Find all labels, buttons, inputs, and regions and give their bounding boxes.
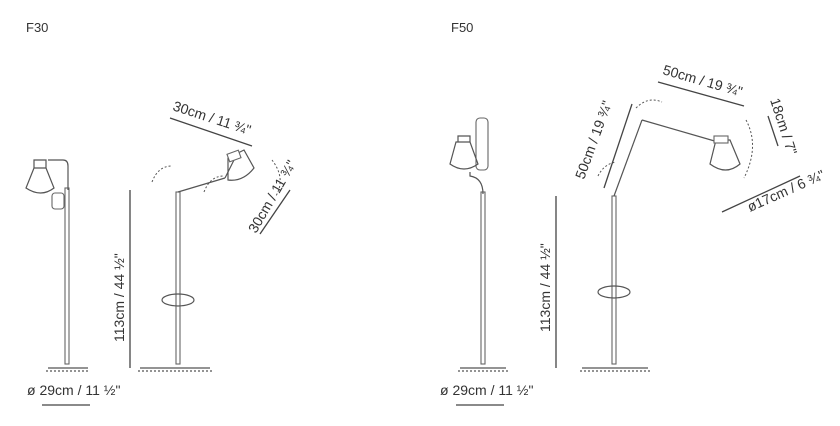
f50-extended-lamp-illustration	[580, 99, 753, 372]
f50-joint-rotation-arc	[635, 99, 663, 109]
f30-folded-hook	[48, 159, 69, 190]
f50-folded-arm	[475, 117, 489, 171]
f30-rotation-indicator	[161, 293, 195, 307]
f50-extended-pole	[611, 195, 617, 365]
f50-section: F50 ø 29cm / 11 ½" 113cm / 44 ½"	[440, 20, 827, 406]
f50-folded-arm-curve	[469, 172, 484, 195]
f50-rotation-indicator	[597, 285, 631, 299]
f50-arm-dimension-line	[603, 103, 633, 189]
f50-base-diameter-label: ø 29cm / 11 ½"	[440, 382, 533, 398]
f50-folded-shade	[449, 141, 479, 170]
f50-shade-diameter-label: ø17cm / 6 ¾"	[745, 166, 827, 214]
f50-shade-rotation-arc	[743, 119, 753, 179]
f30-base-diameter-label: ø 29cm / 11 ½"	[27, 382, 120, 398]
f50-shade-diameter-dimension-line	[721, 175, 801, 213]
f30-folded-joint	[51, 192, 65, 210]
f30-extended-lamp-illustration	[138, 149, 281, 372]
f30-folded-shade-cap	[33, 159, 47, 168]
f30-extended-shade	[227, 149, 255, 181]
f50-model-name: F50	[451, 20, 473, 35]
f30-section: F30 ø 29cm / 11 ½" 113cm / 44 ½"	[25, 20, 299, 406]
f30-arm	[177, 177, 226, 193]
f50-folded-lamp-illustration	[449, 117, 508, 372]
f30-shade-cap	[226, 149, 242, 163]
f50-shade-height-dimension-line	[767, 115, 779, 147]
f30-joint-rotation-arc	[203, 175, 225, 193]
f50-arm-rotation-arc	[597, 161, 617, 177]
f30-folded-lamp-illustration	[25, 159, 90, 372]
f50-arm-label: 50cm / 19 ¾"	[572, 98, 615, 181]
f50-shade-height-label: 18cm / 7"	[767, 96, 800, 157]
f30-forearm-dimension-line	[259, 189, 291, 235]
f30-folded-shade	[25, 167, 55, 194]
f50-folded-pole	[480, 191, 486, 365]
f50-forearm-label: 50cm / 19 ¾"	[661, 62, 744, 100]
f30-arm-rotation-arc	[151, 165, 173, 183]
f50-extended-shade	[709, 139, 741, 171]
f50-forearm	[641, 119, 719, 143]
f30-extended-pole	[175, 191, 181, 365]
f50-height-label: 113cm / 44 ½"	[537, 243, 553, 332]
f50-forearm-dimension-line	[657, 81, 745, 107]
f30-model-name: F30	[26, 20, 48, 35]
f50-shade-cap	[713, 135, 729, 144]
f30-folded-pole	[64, 187, 70, 365]
f30-arm-dimension-line	[169, 117, 253, 147]
f30-height-label: 113cm / 44 ½"	[111, 253, 127, 342]
f50-arm	[613, 119, 643, 197]
